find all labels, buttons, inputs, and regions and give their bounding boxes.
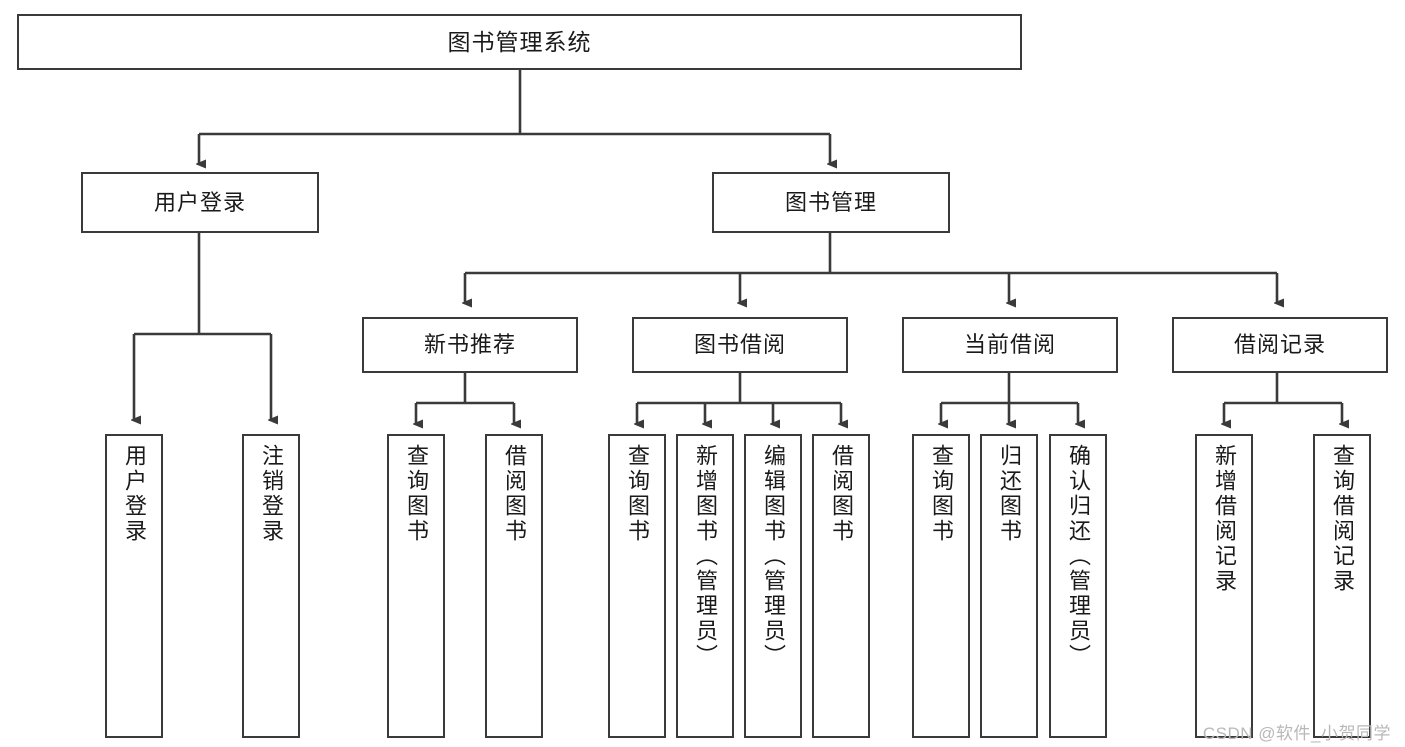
node-user-login[interactable]: 用户登录 [81,172,319,233]
node-leaf-query-book-3[interactable]: 查询图书 [912,434,970,738]
node-leaf-user-login-label: 用户登录 [122,444,147,544]
node-leaf-borrow-book-1-label: 借阅图书 [502,444,527,544]
node-root-label: 图书管理系统 [447,28,592,55]
node-current-borrow-label: 当前借阅 [963,332,1056,358]
node-leaf-logout-login[interactable]: 注销登录 [242,434,300,738]
node-leaf-query-book-2-label: 查询图书 [625,444,650,544]
node-new-book-recommend[interactable]: 新书推荐 [362,317,578,373]
node-leaf-add-book-admin[interactable]: 新增图书（管理员） [676,434,734,738]
node-new-book-recommend-label: 新书推荐 [423,332,516,358]
node-borrow-record-label: 借阅记录 [1233,332,1326,358]
node-book-management-label: 图书管理 [784,189,877,215]
node-borrow-record[interactable]: 借阅记录 [1172,317,1388,373]
node-leaf-user-login[interactable]: 用户登录 [105,434,163,738]
node-book-borrow-label: 图书借阅 [693,332,786,358]
node-leaf-query-book-1[interactable]: 查询图书 [387,434,445,738]
node-leaf-borrow-book-1[interactable]: 借阅图书 [485,434,543,738]
node-leaf-edit-book-admin-label: 编辑图书（管理员） [761,444,786,669]
node-leaf-add-borrow-record[interactable]: 新增借阅记录 [1195,434,1253,738]
node-leaf-add-book-admin-label: 新增图书（管理员） [693,444,718,669]
node-leaf-return-book-label: 归还图书 [997,444,1022,544]
node-user-login-label: 用户登录 [153,189,246,215]
node-leaf-query-book-3-label: 查询图书 [929,444,954,544]
node-leaf-add-borrow-record-label: 新增借阅记录 [1212,444,1237,594]
node-book-management[interactable]: 图书管理 [712,172,950,233]
node-leaf-query-book-1-label: 查询图书 [404,444,429,544]
node-leaf-borrow-book-2-label: 借阅图书 [829,444,854,544]
node-leaf-borrow-book-2[interactable]: 借阅图书 [812,434,870,738]
node-leaf-confirm-return-admin[interactable]: 确认归还（管理员） [1049,434,1107,738]
node-leaf-return-book[interactable]: 归还图书 [980,434,1038,738]
node-leaf-query-book-2[interactable]: 查询图书 [608,434,666,738]
node-current-borrow[interactable]: 当前借阅 [902,317,1118,373]
node-leaf-logout-login-label: 注销登录 [259,444,284,544]
node-root[interactable]: 图书管理系统 [17,14,1022,70]
csdn-watermark: CSDN @软件_小贺同学 [1202,724,1391,743]
node-leaf-edit-book-admin[interactable]: 编辑图书（管理员） [744,434,802,738]
node-book-borrow[interactable]: 图书借阅 [632,317,848,373]
node-leaf-query-borrow-record[interactable]: 查询借阅记录 [1313,434,1371,738]
node-leaf-confirm-return-admin-label: 确认归还（管理员） [1066,444,1091,669]
node-leaf-query-borrow-record-label: 查询借阅记录 [1330,444,1355,594]
